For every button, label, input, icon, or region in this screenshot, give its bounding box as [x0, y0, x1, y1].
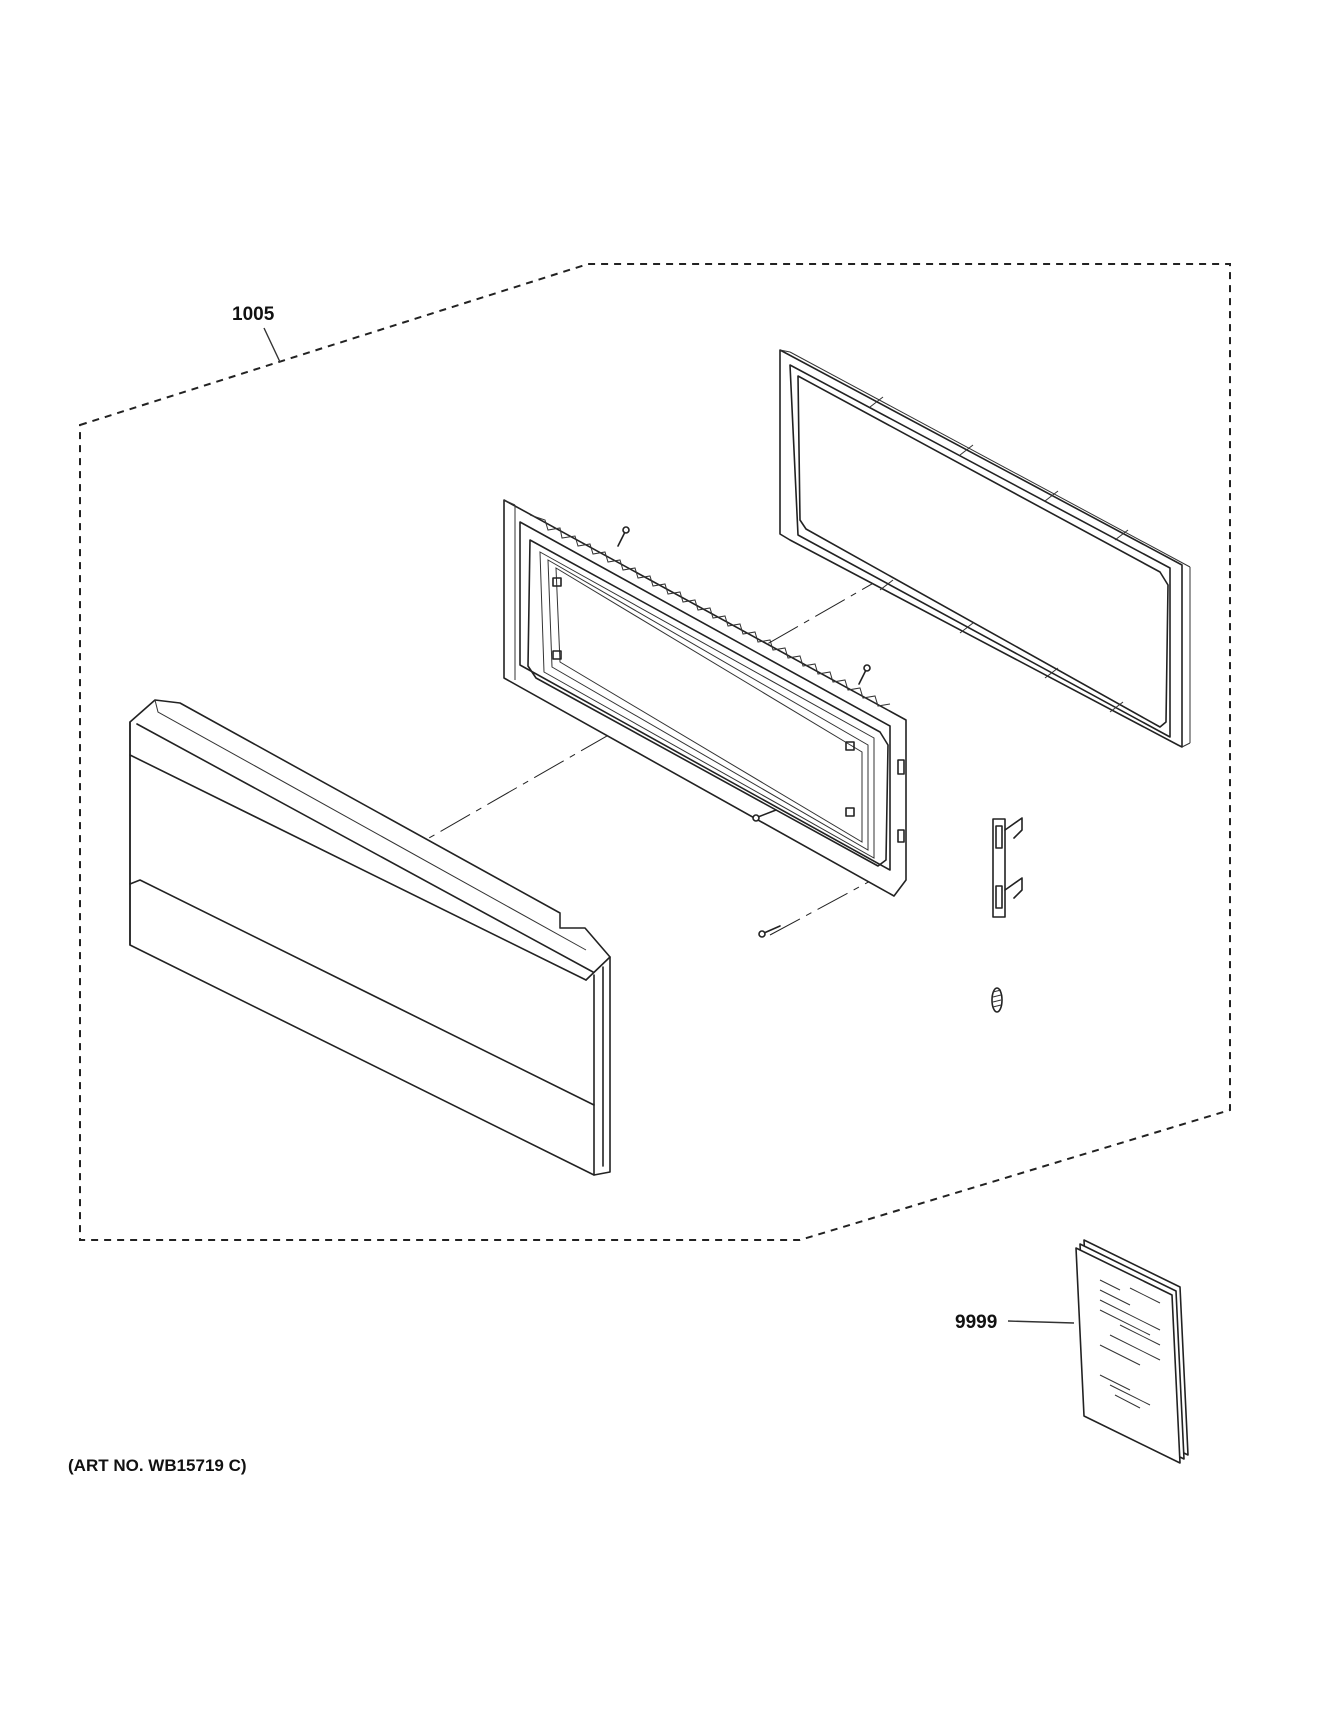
assembly-boundary — [79, 263, 1231, 1241]
door-outer-panel — [129, 699, 611, 1176]
screw-top-right — [858, 664, 871, 685]
latch-hook — [992, 817, 1023, 918]
art-number: (ART NO. WB15719 C) — [68, 1456, 247, 1475]
owner-manual-booklet — [1075, 1239, 1189, 1464]
leader-1005 — [263, 327, 281, 363]
callout-1005: 1005 — [232, 304, 275, 325]
screw-bottom — [758, 925, 781, 938]
leader-9999 — [1007, 1320, 1075, 1324]
screw-top-left — [617, 526, 630, 547]
spring — [991, 987, 1003, 1013]
door-inner-panel — [503, 499, 907, 897]
callout-9999: 9999 — [955, 1312, 998, 1333]
screw-middle — [752, 809, 777, 822]
door-back-frame — [779, 349, 1191, 748]
